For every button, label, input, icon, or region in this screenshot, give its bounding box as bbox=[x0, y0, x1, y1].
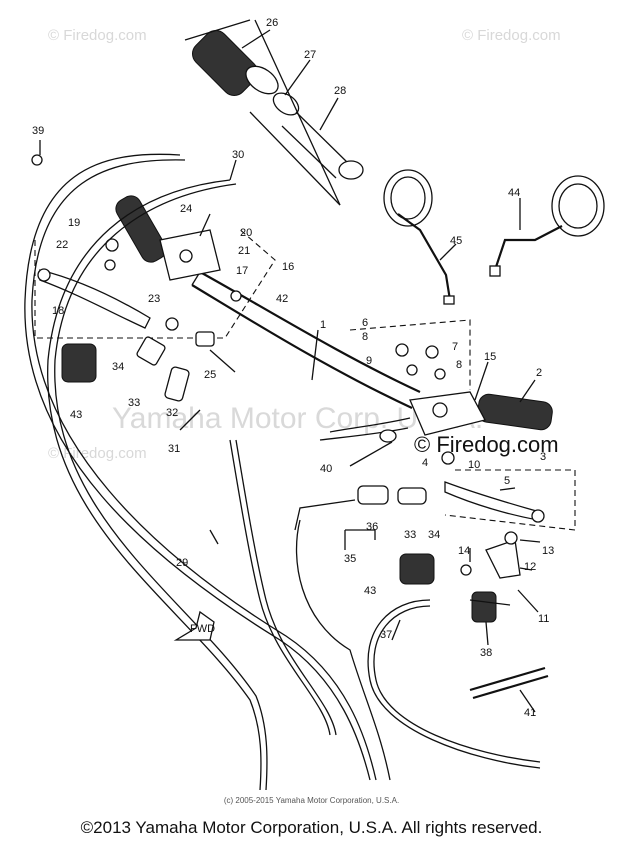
callout-7: 7 bbox=[452, 341, 458, 353]
left-switch-parts bbox=[31, 154, 242, 402]
callout-44: 44 bbox=[508, 187, 520, 199]
footer-copyright: ©2013 Yamaha Motor Corporation, U.S.A. A… bbox=[80, 818, 543, 837]
watermark-mid-left: © Firedog.com bbox=[48, 445, 147, 462]
callout-34a: 34 bbox=[112, 361, 124, 373]
callout-3: 3 bbox=[540, 451, 546, 463]
callout-26: 26 bbox=[266, 17, 278, 29]
callout-13: 13 bbox=[542, 545, 554, 557]
callout-28: 28 bbox=[334, 85, 346, 97]
callout-24: 24 bbox=[180, 203, 192, 215]
callout-8a: 8 bbox=[362, 331, 368, 343]
callout-19: 19 bbox=[68, 217, 80, 229]
callout-8b: 8 bbox=[456, 359, 462, 371]
callout-22: 22 bbox=[56, 239, 68, 251]
callout-23: 23 bbox=[148, 293, 160, 305]
callout-27: 27 bbox=[304, 49, 316, 61]
left-grip bbox=[115, 195, 221, 281]
callout-9: 9 bbox=[366, 355, 372, 367]
callout-18: 18 bbox=[52, 305, 64, 317]
fwd-arrow: FWD bbox=[173, 610, 215, 641]
callout-42: 42 bbox=[276, 293, 288, 305]
mirror-45 bbox=[383, 169, 455, 305]
callouts: 26 27 28 39 30 44 24 20 19 22 21 45 17 1… bbox=[32, 17, 554, 719]
watermark-top-left: © Firedog.com bbox=[48, 27, 147, 44]
watermark-mid-right: © Firedog.com bbox=[414, 432, 559, 457]
callout-6: 6 bbox=[362, 317, 368, 329]
callout-29: 29 bbox=[176, 557, 188, 569]
callout-12: 12 bbox=[524, 561, 536, 573]
callout-10: 10 bbox=[468, 459, 480, 471]
cables bbox=[24, 153, 549, 791]
callout-34b: 34 bbox=[428, 529, 440, 541]
callout-5: 5 bbox=[504, 475, 510, 487]
callout-16: 16 bbox=[282, 261, 294, 273]
right-switch-parts bbox=[357, 343, 521, 623]
callout-43a: 43 bbox=[70, 409, 82, 421]
callout-32: 32 bbox=[166, 407, 178, 419]
callout-41: 41 bbox=[524, 707, 536, 719]
callout-38: 38 bbox=[480, 647, 492, 659]
callout-4: 4 bbox=[422, 457, 428, 469]
watermark-top-right: © Firedog.com bbox=[462, 27, 561, 44]
callout-33b: 33 bbox=[404, 529, 416, 541]
callout-20: 20 bbox=[240, 227, 252, 239]
diagram-copyright: (c) 2005-2015 Yamaha Motor Corporation, … bbox=[223, 796, 400, 805]
fwd-label: FWD bbox=[190, 623, 215, 635]
callout-43b: 43 bbox=[364, 585, 376, 597]
callout-30: 30 bbox=[232, 149, 244, 161]
callout-11: 11 bbox=[538, 613, 549, 625]
callout-1: 1 bbox=[320, 319, 326, 331]
callout-25: 25 bbox=[204, 369, 216, 381]
callout-21: 21 bbox=[238, 245, 250, 257]
callout-33a: 33 bbox=[128, 397, 140, 409]
callout-45: 45 bbox=[450, 235, 462, 247]
leader-lines bbox=[39, 29, 541, 713]
callout-35: 35 bbox=[344, 553, 356, 565]
callout-36: 36 bbox=[366, 521, 378, 533]
callout-15: 15 bbox=[484, 351, 496, 363]
mirror-44 bbox=[489, 175, 605, 277]
callout-17: 17 bbox=[236, 265, 248, 277]
callout-39: 39 bbox=[32, 125, 44, 137]
right-grip bbox=[409, 391, 553, 436]
callout-40: 40 bbox=[320, 463, 332, 475]
callout-2: 2 bbox=[536, 367, 542, 379]
callout-37: 37 bbox=[380, 629, 392, 641]
throttle-grip-26 bbox=[184, 19, 364, 206]
callout-31: 31 bbox=[168, 443, 180, 455]
right-lever bbox=[349, 319, 576, 531]
callout-14: 14 bbox=[458, 545, 470, 557]
